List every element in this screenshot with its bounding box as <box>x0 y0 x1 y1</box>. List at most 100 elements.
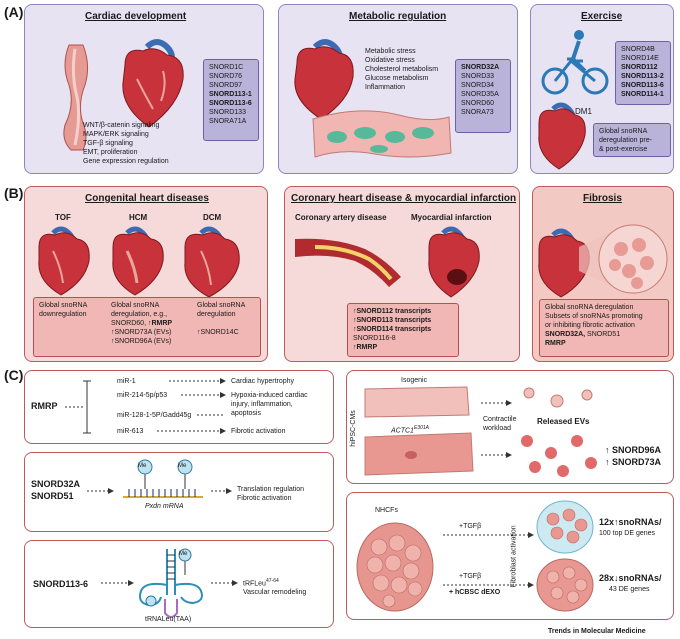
outcome-line: Vascular remodeling <box>243 589 307 597</box>
rmrp-arrows <box>65 378 226 434</box>
heart-icon <box>294 39 354 120</box>
cad-label: Coronary artery disease <box>295 213 387 222</box>
mir-item: miR-1 <box>117 378 136 385</box>
snord73a-up: ↑ SNORD73A <box>605 457 662 467</box>
cardiomyocyte-mitochondria-icon <box>312 110 452 158</box>
rmrp-bold: RMRP <box>151 320 173 327</box>
finding-text: downregulation <box>39 311 87 318</box>
coronary-artery-icon <box>295 238 401 287</box>
finding-text-part: SNORD60, ↑ <box>111 320 152 327</box>
outcome-text: Hypoxia-induced cardiac injury, inflamma… <box>231 391 308 418</box>
finding-text: deregulation, e.g., <box>111 311 168 318</box>
section-label-a: (A) <box>4 4 24 20</box>
congenital-title: Congenital heart diseases <box>85 193 209 204</box>
snorna-item: SNORD113-6 <box>209 100 252 107</box>
cardiac-snorna-list: SNORD1C SNORD76 SNORD97 SNORD113-1 SNORD… <box>203 59 259 141</box>
nhcfs-label: NHCFs <box>375 507 398 514</box>
cardiomyocyte-ev-diagram <box>364 386 597 477</box>
section-label-b: (B) <box>4 185 24 201</box>
infarcted-heart-icon <box>428 226 480 298</box>
finding-text: ↑SNORD96A (EVs) <box>111 338 172 345</box>
tof-findings: Global snoRNA downregulation <box>39 301 87 319</box>
process-text: Cholesterol metabolism <box>365 66 439 73</box>
pxdn-mrna-icon <box>87 459 232 498</box>
tgfb-label-1: +TGFβ <box>459 523 482 530</box>
dcm-findings: Global snoRNA deregulation ↑SNORD14C <box>197 301 245 337</box>
metabolic-regulation-panel: Metabolic regulation Metabolic stress Ox… <box>278 4 518 174</box>
snorna-item: SNORD4B <box>621 46 655 53</box>
snord32a-panel: SNORD32A SNORD51 Me Me Pxdn mRNA Transla… <box>24 452 334 532</box>
snorna-item: SNORD60 <box>461 100 495 107</box>
snorna-item: SNORD114-1 <box>621 91 664 98</box>
finding-text: ↑SNORD14C <box>197 329 239 336</box>
snorna-item: SNORD14E <box>621 55 659 62</box>
spacer <box>197 319 245 328</box>
process-text: Metabolic stress <box>365 48 416 55</box>
metabolic-title: Metabolic regulation <box>349 11 447 22</box>
result-down-count: 28x↓snoRNAs/ <box>599 573 662 583</box>
snorna-item: SNORD116-8 <box>353 335 396 342</box>
mir-item: miR-613 <box>117 428 144 435</box>
released-evs-label: Released EVs <box>537 417 590 426</box>
congenital-heart-diseases-panel: Congenital heart diseases TOF HCM DCM Gl… <box>24 186 268 362</box>
outcome-line: Translation regulation <box>237 486 305 493</box>
cardiac-title: Cardiac development <box>85 11 187 22</box>
snord96a-up: ↑ SNORD96A <box>605 445 662 455</box>
fibrotic-heart-icon <box>538 224 668 298</box>
dm1-label: DM1 <box>575 107 592 116</box>
snorna-item: SNORD34 <box>461 82 495 89</box>
actc1-text: ACTC1 <box>391 427 414 435</box>
trna-structure-icon <box>101 548 238 618</box>
fibrosis-panel: Fibrosis Global snoRNA deregulation Subs… <box>532 186 674 362</box>
dcm-heart-icon <box>184 226 240 298</box>
exercise-snorna-list: SNORD4B SNORD14E SNORD112 SNORD113-2 SNO… <box>615 41 671 105</box>
snorna-item: SNORD33 <box>461 73 495 80</box>
exercise-panel: Exercise SNORD4B SNORD14E SNORD112 SNORD… <box>530 4 674 174</box>
section-label-c: (C) <box>4 367 24 383</box>
cardiac-pathways: WNT/β-catenin signaling MAPK/ERK signali… <box>83 121 169 166</box>
rmrp-bold: RMRP <box>545 340 566 347</box>
finding-text: or inhibiting fibrotic activation <box>545 322 635 329</box>
snorna-item: SNORD32A <box>461 64 500 71</box>
snorna-item: ↑SNORD112 transcripts <box>353 308 432 315</box>
finding-text: deregulation <box>197 311 236 318</box>
process-text: Glucose metabolism <box>365 75 429 82</box>
pathway-text: Gene expression regulation <box>83 158 169 165</box>
outcome-line: Hypoxia-induced cardiac <box>231 392 308 399</box>
coronary-title: Coronary heart disease & myocardial infa… <box>291 193 517 204</box>
tgfb-label-2: +TGFβ <box>459 573 482 580</box>
finding-text: Subsets of snoRNAs promoting <box>545 313 643 320</box>
snorna-item: ↑SNORD113 transcripts <box>353 317 432 324</box>
note-text: Global snoRNA <box>599 128 648 135</box>
fibroblast-activation-label: Fibroblast activation <box>510 525 518 588</box>
snord32a-bold: SNORD32A, <box>545 331 586 338</box>
dcm-label: DCM <box>203 213 222 222</box>
outcome-text: Cardiac hypertrophy <box>231 378 295 385</box>
fibrosis-title: Fibrosis <box>583 193 622 204</box>
finding-text: Global snoRNA <box>111 302 160 309</box>
snorna-item: SNORA73 <box>461 109 494 116</box>
heart-icon <box>538 102 586 170</box>
note-text: deregulation pre- <box>599 137 652 144</box>
actc1-label: ACTC1E301A <box>391 425 429 434</box>
process-text: Inflammation <box>365 84 406 91</box>
metabolic-snorna-list: SNORD32A SNORD33 SNORD34 SNORD35A SNORD6… <box>455 59 511 133</box>
cardiac-development-panel: Cardiac development SNORD1C SNORD76 SNOR… <box>24 4 264 174</box>
pathway-text: EMT, proliferation <box>83 149 138 156</box>
outcome-line: apoptosis <box>231 410 261 417</box>
mir-item: miR-128-1-5P/Gadd45g <box>117 412 192 419</box>
actc1-mutation: E301A <box>413 425 429 431</box>
snorna-item: SNORD97 <box>209 82 243 89</box>
snorna-item: SNORD113-1 <box>209 91 252 98</box>
outcome-line: injury, inflammation, <box>231 401 293 408</box>
snorna-item: ↑SNORD114 transcripts <box>353 326 432 333</box>
outcome-line: Fibrotic activation <box>237 495 292 502</box>
hcm-findings: Global snoRNA deregulation, e.g., SNORD6… <box>111 301 172 346</box>
pathway-text: TGF-β signaling <box>83 140 133 147</box>
snord113-outcomes: tRFLeu47-64 Vascular remodeling <box>243 577 306 597</box>
workload-label: Contractile workload <box>483 415 516 433</box>
metabolic-processes: Metabolic stress Oxidative stress Choles… <box>365 47 438 92</box>
hcm-label: HCM <box>129 213 148 222</box>
snord51-text: SNORD51 <box>585 331 621 338</box>
trna-label: tRNALeu(TAA) <box>145 616 192 623</box>
